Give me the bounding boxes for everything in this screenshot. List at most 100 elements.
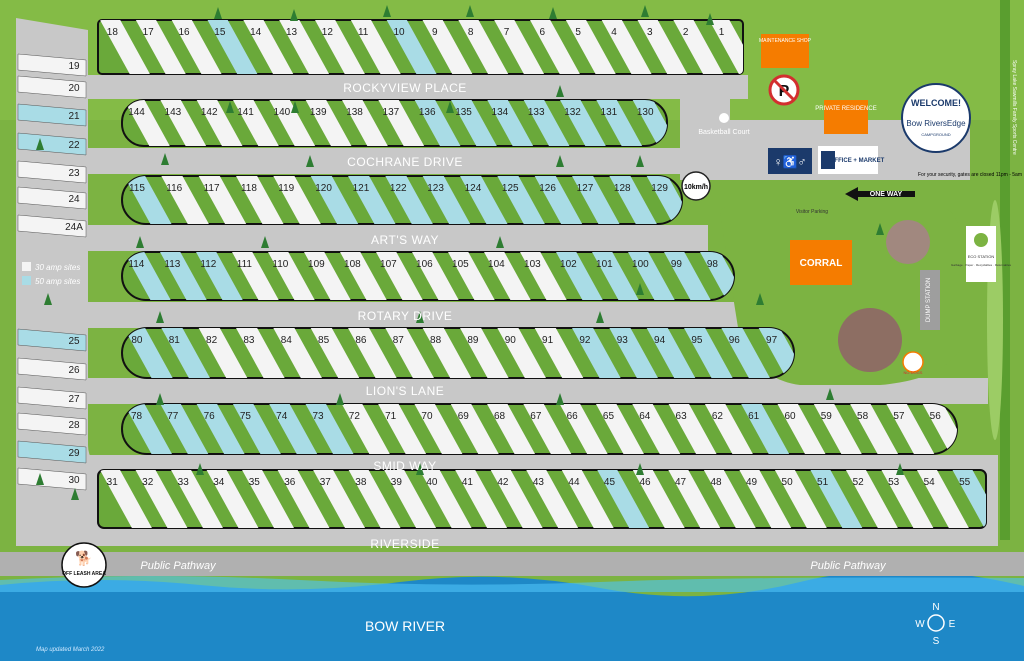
campsite-pad[interactable]	[135, 470, 188, 528]
campsite-pad[interactable]	[592, 252, 639, 300]
campsite-pad[interactable]	[17, 412, 87, 436]
campsite-pad[interactable]	[668, 404, 717, 454]
campsite-pad[interactable]	[703, 470, 756, 528]
campsite-pad[interactable]	[684, 328, 733, 378]
campsite-pad[interactable]	[124, 252, 171, 300]
campsite-pad[interactable]	[774, 470, 827, 528]
campsite-pad[interactable]	[572, 328, 621, 378]
campsite-pad[interactable]	[704, 404, 753, 454]
campsite-pad[interactable]	[206, 470, 259, 528]
campsite-pad[interactable]	[721, 328, 770, 378]
campsite-pad[interactable]	[632, 470, 685, 528]
campsite-pad[interactable]	[313, 470, 366, 528]
campsite-pad[interactable]	[609, 176, 657, 224]
campsite-pad[interactable]	[279, 20, 330, 74]
campsite-pad[interactable]	[530, 20, 580, 74]
campsite-pad[interactable]	[17, 328, 87, 352]
campsite-pad[interactable]	[487, 404, 536, 454]
campsite-pad[interactable]	[534, 176, 583, 224]
campsite-pad[interactable]	[497, 176, 545, 224]
campsite-pad[interactable]	[348, 328, 397, 378]
campsite-pad[interactable]	[646, 328, 696, 378]
campsite-pad[interactable]	[385, 176, 433, 224]
campsite-pad[interactable]	[597, 470, 650, 528]
campsite-pad[interactable]	[561, 470, 614, 528]
campsite-pad[interactable]	[952, 470, 1004, 528]
campsite-pad[interactable]	[236, 176, 284, 224]
campsite-pad[interactable]	[595, 404, 644, 454]
campsite-pad[interactable]	[484, 252, 531, 300]
campsite-pad[interactable]	[601, 20, 652, 74]
campsite-pad[interactable]	[810, 470, 863, 528]
campsite-pad[interactable]	[596, 100, 643, 146]
campsite-pad[interactable]	[310, 176, 359, 224]
campsite-pad[interactable]	[17, 53, 87, 77]
campsite-pad[interactable]	[100, 470, 152, 528]
campsite-pad[interactable]	[628, 252, 675, 300]
campsite-pad[interactable]	[460, 328, 509, 378]
campsite-pad[interactable]	[523, 404, 572, 454]
campsite-pad[interactable]	[414, 404, 463, 454]
campsite-pad[interactable]	[487, 100, 534, 146]
campsite-pad[interactable]	[534, 328, 584, 378]
campsite-pad[interactable]	[17, 386, 87, 410]
campsite-pad[interactable]	[207, 20, 258, 74]
campsite-pad[interactable]	[777, 404, 826, 454]
campsite-pad[interactable]	[916, 470, 969, 528]
campsite-pad[interactable]	[198, 176, 247, 224]
campsite-pad[interactable]	[124, 328, 173, 378]
campsite-pad[interactable]	[565, 20, 616, 74]
campsite-pad[interactable]	[161, 176, 209, 224]
campsite-pad[interactable]	[17, 160, 87, 184]
campsite-pad[interactable]	[758, 328, 808, 378]
campsite-pad[interactable]	[348, 176, 396, 224]
campsite-pad[interactable]	[232, 404, 281, 454]
campsite-pad[interactable]	[632, 404, 681, 454]
campsite-pad[interactable]	[490, 470, 543, 528]
campsite-pad[interactable]	[310, 328, 360, 378]
campsite-pad[interactable]	[922, 404, 971, 454]
campsite-pad[interactable]	[560, 100, 606, 146]
campsite-pad[interactable]	[741, 404, 790, 454]
campsite-pad[interactable]	[632, 100, 679, 146]
campsite-pad[interactable]	[523, 100, 570, 146]
campsite-pad[interactable]	[813, 404, 862, 454]
campsite-pad[interactable]	[376, 252, 423, 300]
campsite-pad[interactable]	[160, 404, 209, 454]
campsite-pad[interactable]	[171, 470, 223, 528]
campsite-pad[interactable]	[17, 214, 87, 238]
campsite-pad[interactable]	[419, 470, 472, 528]
campsite-pad[interactable]	[196, 404, 245, 454]
campsite-pad[interactable]	[637, 20, 688, 74]
campsite-pad[interactable]	[494, 20, 545, 74]
campsite-pad[interactable]	[17, 440, 87, 464]
campsite-pad[interactable]	[268, 252, 315, 300]
campsite-pad[interactable]	[171, 20, 222, 74]
campsite-pad[interactable]	[458, 20, 509, 74]
campsite-pad[interactable]	[17, 75, 87, 99]
campsite-pad[interactable]	[233, 100, 279, 146]
campsite-pad[interactable]	[304, 252, 351, 300]
campsite-pad[interactable]	[315, 20, 365, 74]
campsite-pad[interactable]	[305, 404, 354, 454]
campsite-pad[interactable]	[451, 100, 497, 146]
campsite-pad[interactable]	[378, 100, 425, 146]
campsite-pad[interactable]	[350, 20, 401, 74]
campsite-pad[interactable]	[700, 252, 747, 300]
campsite-pad[interactable]	[17, 467, 87, 491]
campsite-pad[interactable]	[450, 404, 499, 454]
campsite-pad[interactable]	[572, 176, 620, 224]
campsite-pad[interactable]	[232, 252, 279, 300]
campsite-pad[interactable]	[160, 252, 207, 300]
campsite-pad[interactable]	[414, 100, 461, 146]
campsite-pad[interactable]	[422, 20, 473, 74]
campsite-pad[interactable]	[881, 470, 934, 528]
campsite-pad[interactable]	[161, 328, 210, 378]
campsite-pad[interactable]	[673, 20, 724, 74]
campsite-pad[interactable]	[559, 404, 608, 454]
campsite-pad[interactable]	[196, 252, 243, 300]
campsite-pad[interactable]	[845, 470, 898, 528]
campsite-pad[interactable]	[386, 20, 437, 74]
campsite-pad[interactable]	[448, 252, 495, 300]
campsite-pad[interactable]	[850, 404, 899, 454]
